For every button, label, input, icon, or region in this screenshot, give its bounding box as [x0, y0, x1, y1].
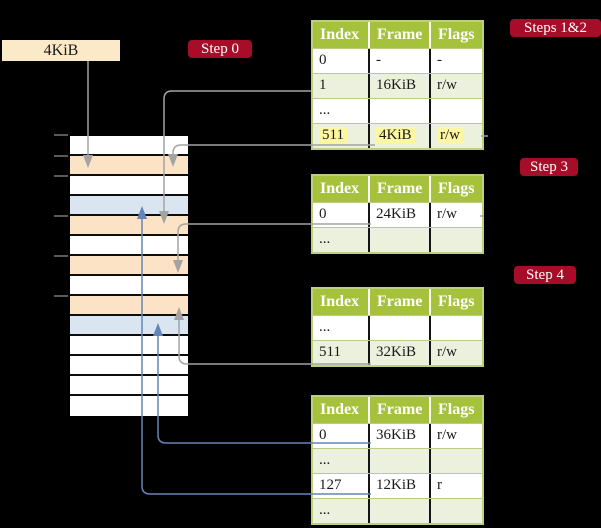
cell-frame — [368, 99, 429, 123]
highlighted-value: 511 — [319, 127, 347, 143]
table-row-recursive-entry: 511 4KiB r/w — [313, 123, 482, 148]
table-row: ... — [313, 227, 482, 252]
cell-index: 0 — [319, 206, 327, 222]
cell-frame — [368, 228, 429, 252]
physical-memory-column — [70, 136, 188, 416]
cell-index: 0 — [319, 52, 327, 68]
cell-index: 1 — [319, 77, 327, 93]
cell-index: 127 — [319, 477, 342, 493]
cell-flags — [429, 449, 482, 473]
memory-frame-row-white — [70, 376, 188, 396]
header-frame: Frame — [368, 22, 429, 48]
cell-flags: r/w — [429, 424, 482, 448]
cell-flags: - — [429, 49, 482, 73]
cell-index: ... — [319, 502, 331, 518]
memory-frame-row-white — [70, 136, 188, 156]
cell-flags: r/w — [429, 203, 482, 227]
table-row: 0 24KiB r/w — [313, 202, 482, 227]
step-0-label: Step 0 — [188, 40, 252, 58]
memory-frame-row-peach — [70, 256, 188, 276]
memory-frame-row-white — [70, 356, 188, 376]
memory-frame-row-white — [70, 236, 188, 256]
table-row: ... — [313, 498, 482, 523]
cell-flags: r/w — [429, 341, 482, 365]
cell-frame — [368, 316, 429, 340]
header-flags: Flags — [429, 289, 482, 315]
steps-1-2-label: Steps 1&2 — [510, 19, 601, 37]
table-header-row: Index Frame Flags — [313, 22, 482, 48]
memory-frame-row-peach — [70, 216, 188, 236]
memory-frame-row-peach — [70, 156, 188, 176]
memory-frame-row-blue — [70, 196, 188, 216]
header-index: Index — [320, 293, 360, 310]
cell-frame — [368, 449, 429, 473]
table-header-row: Index Frame Flags — [313, 397, 482, 423]
table-steps12: Index Frame Flags 0 - - 1 16KiB r/w ... … — [311, 20, 484, 150]
table-row: ... — [313, 98, 482, 123]
cell-frame: - — [368, 49, 429, 73]
table-row: ... — [313, 315, 482, 340]
table-leaf: Index Frame Flags 0 36KiB r/w ... 127 12… — [311, 395, 484, 525]
cell-flags: r/w — [429, 74, 482, 98]
cell-flags — [429, 99, 482, 123]
cell-flags — [429, 499, 482, 523]
cell-flags: r — [429, 474, 482, 498]
header-flags: Flags — [429, 176, 482, 202]
cell-index: ... — [319, 452, 331, 468]
cell-index: ... — [319, 231, 331, 247]
step-3-label: Step 3 — [520, 158, 578, 176]
highlighted-value: 4KiB — [376, 127, 415, 143]
memory-ticks — [54, 134, 68, 297]
table-row: 0 36KiB r/w — [313, 423, 482, 448]
memory-frame-row-blue — [70, 316, 188, 336]
cell-index: 0 — [319, 427, 327, 443]
cell-frame: 24KiB — [368, 203, 429, 227]
table-row: 1 16KiB r/w — [313, 73, 482, 98]
memory-frame-row-white — [70, 396, 188, 416]
cell-index: ... — [319, 319, 331, 335]
cell-frame: 12KiB — [368, 474, 429, 498]
memory-frame-row-peach — [70, 296, 188, 316]
table-row: 511 32KiB r/w — [313, 340, 482, 365]
memory-frame-row-white — [70, 336, 188, 356]
cell-index: ... — [319, 102, 331, 118]
header-frame: Frame — [368, 397, 429, 423]
highlighted-value: r/w — [437, 127, 463, 143]
table-header-row: Index Frame Flags — [313, 176, 482, 202]
header-index: Index — [320, 26, 360, 43]
cell-index: 511 — [319, 344, 341, 360]
table-row: ... — [313, 448, 482, 473]
cell-flags — [429, 228, 482, 252]
cell-flags: r/w — [429, 124, 482, 148]
memory-frame-row-white — [70, 176, 188, 196]
cell-index: 511 — [313, 124, 368, 148]
cell-frame: 4KiB — [368, 124, 429, 148]
cell-frame: 32KiB — [368, 341, 429, 365]
header-frame: Frame — [368, 289, 429, 315]
header-flags: Flags — [429, 22, 482, 48]
table-header-row: Index Frame Flags — [313, 289, 482, 315]
header-index: Index — [320, 401, 360, 418]
memory-frame-row-white — [70, 276, 188, 296]
root-frame-label: 4KiB — [2, 40, 120, 61]
cell-frame: 16KiB — [368, 74, 429, 98]
table-step3: Index Frame Flags 0 24KiB r/w ... — [311, 174, 484, 254]
step-4-label: Step 4 — [514, 266, 576, 284]
cell-frame — [368, 499, 429, 523]
cell-flags — [429, 316, 482, 340]
cell-frame: 36KiB — [368, 424, 429, 448]
header-index: Index — [320, 180, 360, 197]
table-step4: Index Frame Flags ... 511 32KiB r/w — [311, 287, 484, 367]
header-frame: Frame — [368, 176, 429, 202]
header-flags: Flags — [429, 397, 482, 423]
table-row: 127 12KiB r — [313, 473, 482, 498]
table-row: 0 - - — [313, 48, 482, 73]
